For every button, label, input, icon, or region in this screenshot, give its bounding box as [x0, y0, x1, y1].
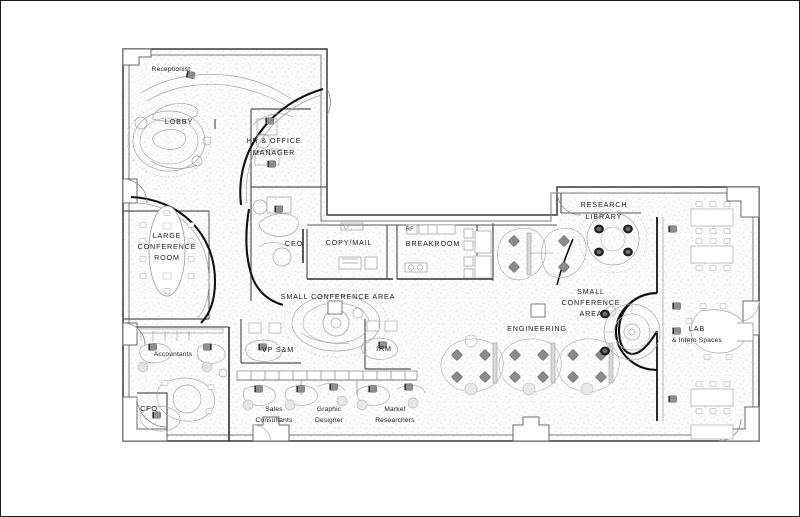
label-large-conf-3: ROOM: [154, 253, 180, 262]
small-conference-right: [603, 303, 661, 361]
label-breakroom: BREAKROOM: [406, 239, 460, 248]
wall-columns: [122, 48, 760, 442]
label-vp-sm: VP S&M: [262, 345, 294, 354]
label-graphic-2: Designer: [315, 417, 344, 424]
breakroom-lockers: [463, 228, 492, 279]
engineering-pods-lower: [440, 334, 620, 396]
accountants-furniture: [136, 328, 228, 422]
label-market-1: Market: [384, 406, 405, 413]
doors: [122, 88, 760, 442]
research-library-table: [578, 204, 648, 274]
label-hr-office-manager: HR & OFFICE: [247, 136, 302, 145]
label-irm: IRM: [376, 344, 392, 353]
label-market-2: Researchers: [375, 417, 415, 424]
label-lab-2: & Intern Spaces: [672, 337, 722, 344]
label-accountants: Accountants: [154, 351, 193, 358]
label-lobby: LOBBY: [165, 117, 193, 126]
label-small-conf-area: SMALL CONFERENCE AREA: [281, 292, 396, 301]
vp-sm-workstation: [245, 322, 282, 362]
label-ceo: CEO: [285, 239, 303, 248]
label-large-conf-2: CONFERENCE: [138, 242, 197, 251]
ceo-chair: [273, 205, 284, 213]
label-sales-1: Sales: [265, 406, 283, 413]
irm-workstation: [352, 307, 398, 360]
engineering-floor-marker: [530, 303, 546, 318]
label-research-library-2: LIBRARY: [586, 212, 623, 221]
label-receptionist: Receptionist: [152, 66, 191, 73]
breakroom-furniture: [404, 224, 456, 273]
exterior-wall-thickness: [128, 54, 754, 436]
large-conference-table: [148, 205, 186, 297]
label-engineering: ENGINEERING: [507, 324, 567, 333]
label-refrigerator: RF: [406, 227, 414, 233]
room-labels: Receptionist LOBBY HR & OFFICE MANAGER L…: [138, 66, 723, 424]
copymail-furniture: [338, 222, 378, 270]
label-hr-office-manager-2: MANAGER: [253, 148, 295, 157]
lab-tables: [690, 208, 734, 440]
reception-furniture: [140, 74, 292, 122]
curved-walls: [130, 87, 658, 372]
cubicle-row-partitions: [236, 370, 418, 395]
label-copy-mail: COPY/MAIL: [326, 238, 373, 247]
label-research-library-1: RESEARCH: [581, 200, 628, 209]
market-workstation: [396, 385, 426, 409]
sales-workstation: [242, 385, 318, 411]
lobby-furniture: [126, 104, 212, 178]
label-graphic-1: Graphic: [317, 406, 342, 413]
floor-slabs: [123, 49, 759, 441]
exterior-walls: [122, 48, 760, 442]
lab-round-table: [690, 309, 754, 354]
ceo-furniture: [252, 196, 299, 267]
label-small-conf-r-1: SMALL: [577, 287, 605, 296]
cfo-furniture: [139, 406, 181, 432]
label-large-conf-1: LARGE: [153, 231, 182, 240]
interior-partitions: [123, 108, 664, 441]
label-small-conf-r-2: CONFERENCE: [562, 298, 621, 307]
label-sales-2: Consultants: [255, 417, 293, 424]
label-small-conf-r-3: AREA: [580, 309, 603, 318]
label-cfo: CFO: [140, 404, 158, 413]
label-lab-1: LAB: [689, 324, 705, 333]
engineering-pod-upper: [497, 227, 587, 281]
